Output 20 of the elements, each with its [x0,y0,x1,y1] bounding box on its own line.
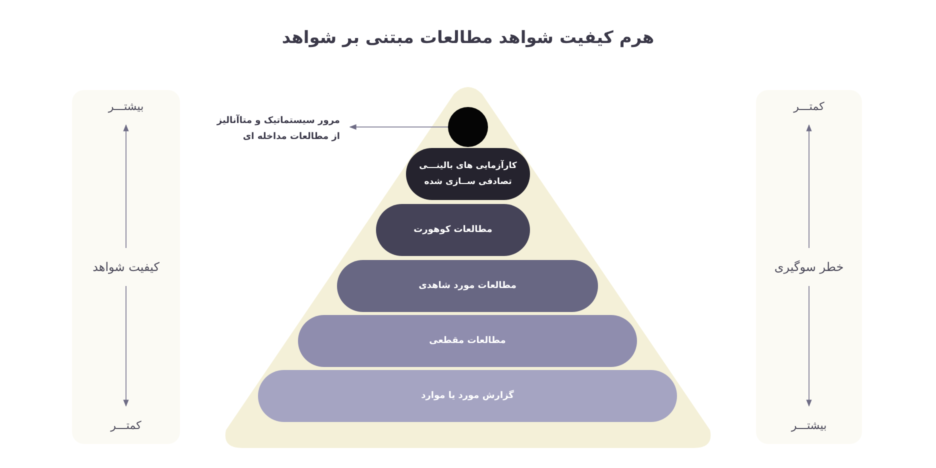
callout-text: مرور سیستماتیک و متاآنالیز از مطالعات مداخله ای [215,112,340,146]
arrow [806,286,812,407]
diagram-title: هرم کیفیت شواهد مطالعات مبتنی بر شواهد [280,28,656,48]
pyramid-tier: مطالعات کوهورت [376,204,530,256]
panel [72,90,180,444]
pyramid-tier: گزارش مورد یا موارد [258,370,677,422]
pyramid-tier: مطالعات مورد شاهدی [337,260,598,312]
panel [756,90,862,444]
arrow [806,124,812,248]
leader-line [349,124,448,130]
axis-end-label: کمتـــر [756,95,862,117]
axis-title: خطر سوگیری [756,256,862,278]
arrow [123,286,129,407]
pyramid-tier: کارآزمایی های بالینـــی تصادفی ســازی شده [406,148,530,200]
pyramid-tier: مطالعات مقطعی [298,315,637,367]
axis-end-label: کمتـــر [72,414,180,436]
axis-end-label: بیشتـــر [72,95,180,117]
axis-end-label: بیشتـــر [756,414,862,436]
axis-title: کیفیت شواهد [72,256,180,278]
arrow [123,124,129,248]
